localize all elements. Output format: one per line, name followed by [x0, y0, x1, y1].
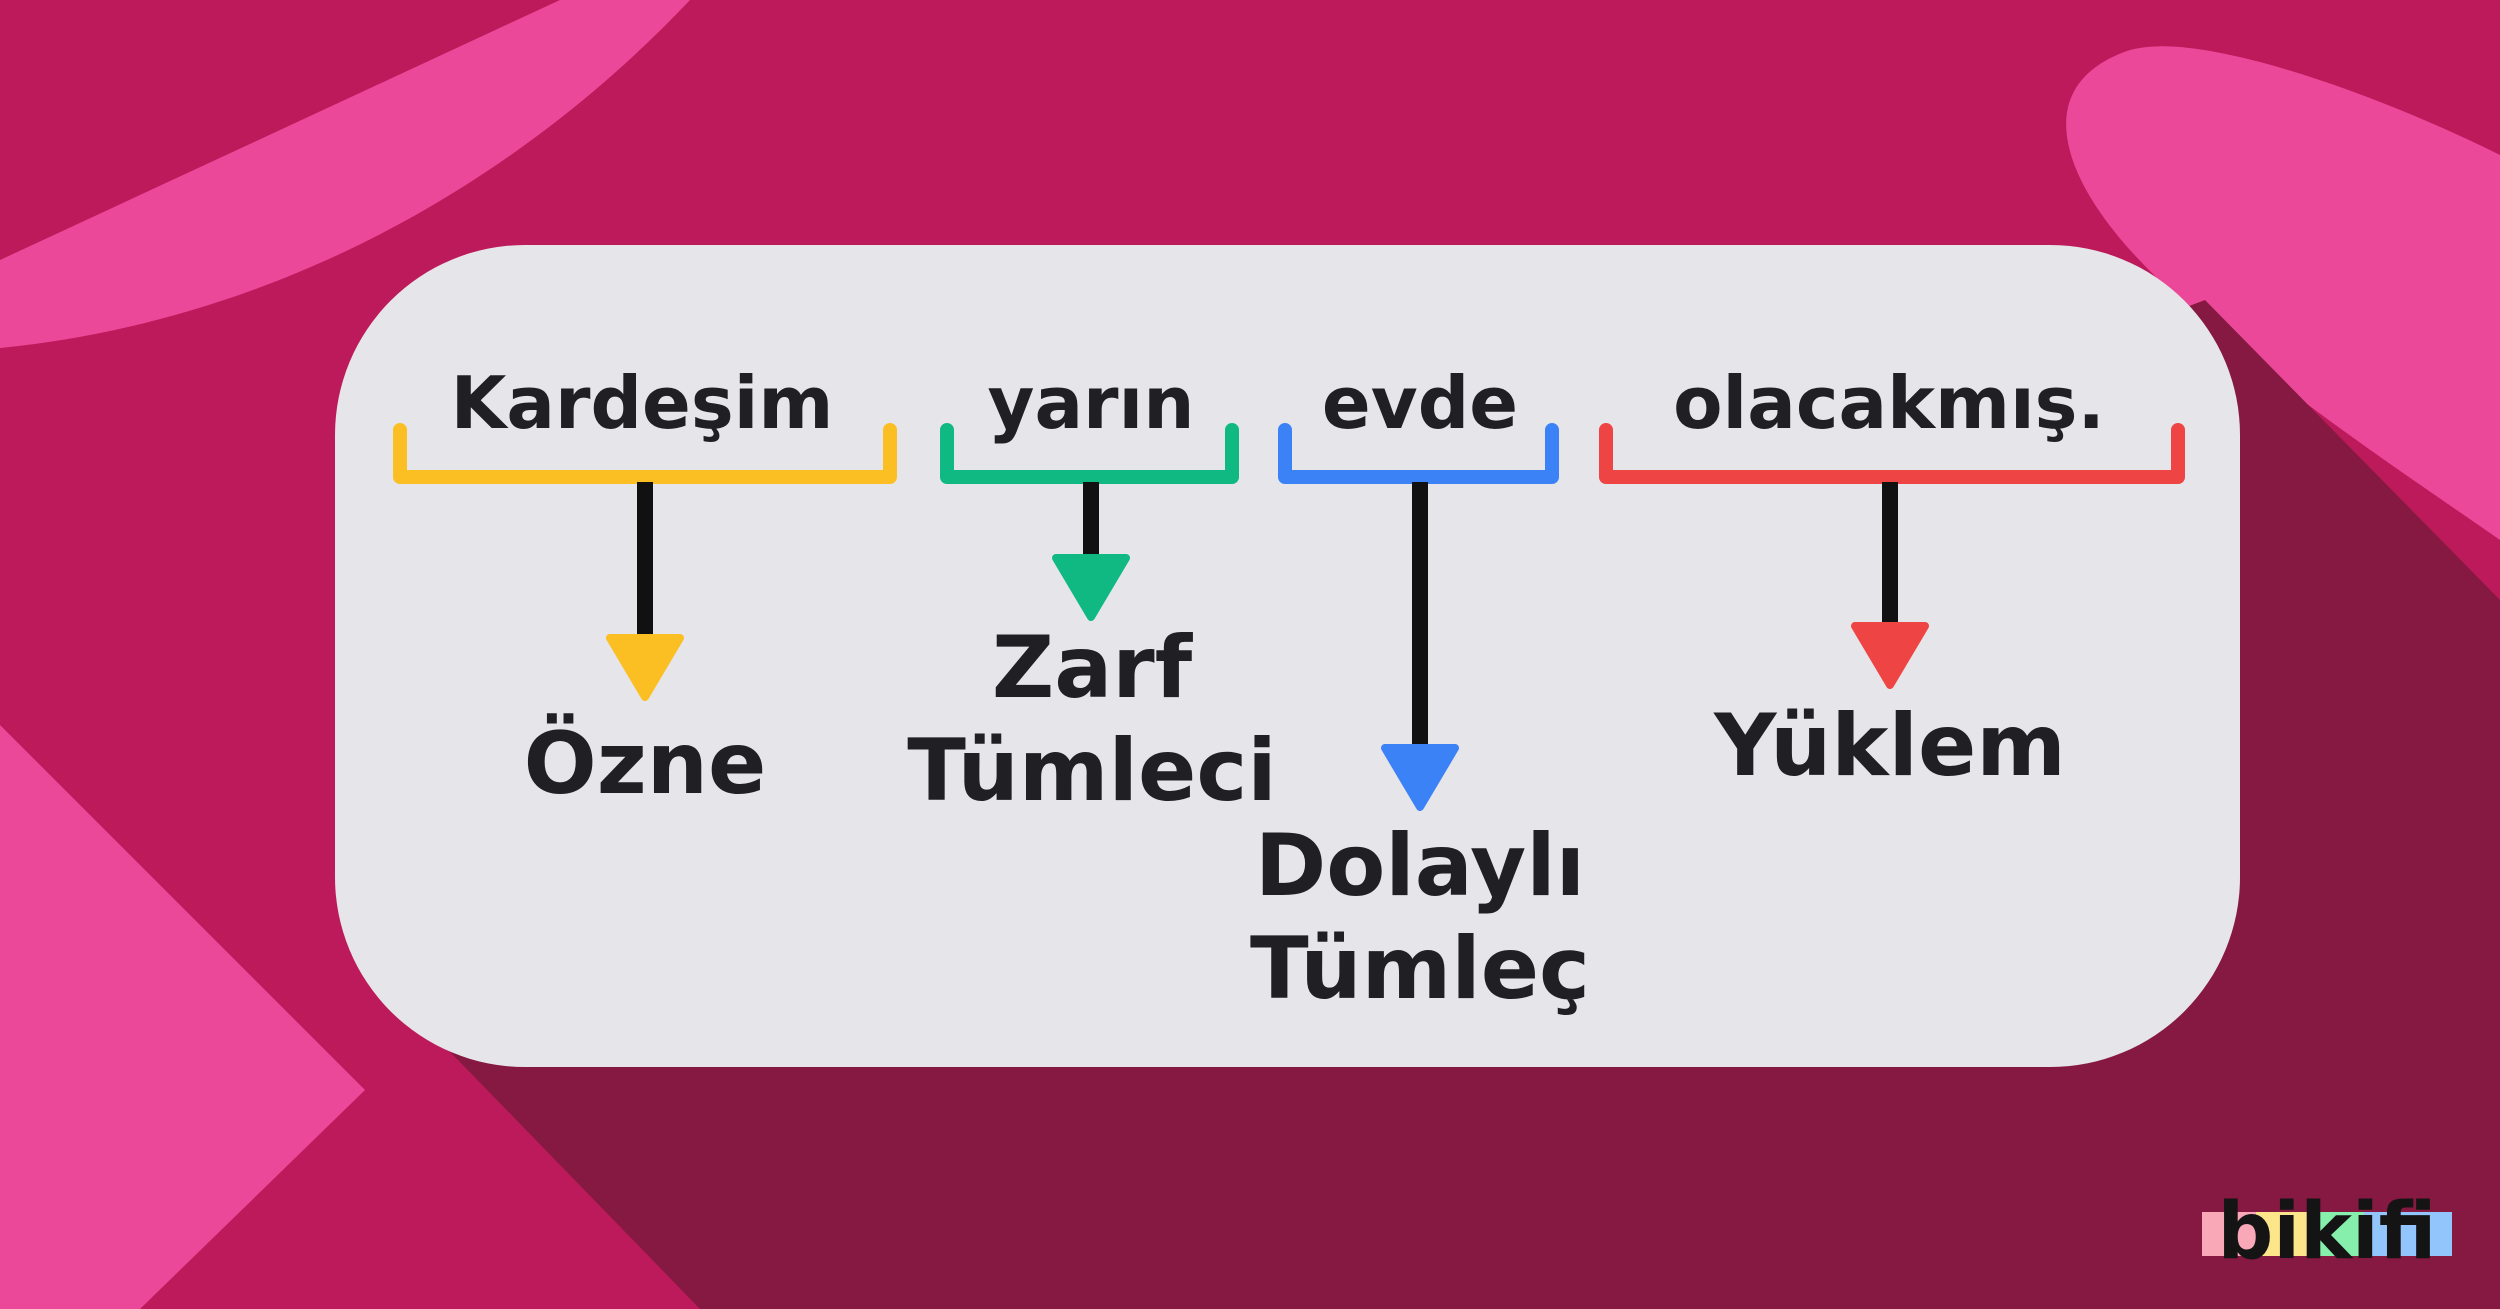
label-zarf-tumleci-line1: Zarf [992, 618, 1194, 718]
bg-top-right-ellipse [2066, 46, 2500, 540]
diagram-card [335, 245, 2240, 1067]
word-olacakmis: olacakmış. [1673, 361, 2105, 445]
logo-stripe-3 [2310, 1212, 2364, 1256]
word-kardesim: Kardeşim [451, 361, 834, 445]
bracket-yarin [940, 423, 1239, 484]
label-dolayli-tumlec-line2: Tümleç [1250, 919, 1590, 1019]
bg-bottom-left-shape [0, 725, 365, 1309]
arrowhead-kardesim [606, 634, 684, 701]
bg-top-left-curve [0, 0, 690, 348]
logo-stripe-2 [2256, 1212, 2310, 1256]
bikifi-logo: bikifi [2202, 1187, 2452, 1277]
logo-text: bikifi [2218, 1187, 2437, 1277]
label-ozne: Özne [524, 713, 767, 814]
label-yuklem: Yüklem [1713, 696, 2066, 796]
label-dolayli-tumlec-line1: Dolaylı [1255, 816, 1585, 916]
logo-stripe-1 [2202, 1212, 2256, 1256]
label-zarf-tumleci-line2: Tümleci [907, 721, 1277, 821]
arrowhead-olacakmis [1851, 622, 1929, 689]
word-yarin: yarın [988, 361, 1195, 445]
bracket-olacakmis [1599, 423, 2185, 484]
arrowhead-yarin [1052, 554, 1130, 621]
word-evde: evde [1322, 361, 1518, 445]
bracket-kardesim [393, 423, 897, 484]
arrowhead-evde [1381, 744, 1459, 811]
logo-stripe-4 [2364, 1212, 2452, 1256]
bracket-evde [1278, 423, 1559, 484]
